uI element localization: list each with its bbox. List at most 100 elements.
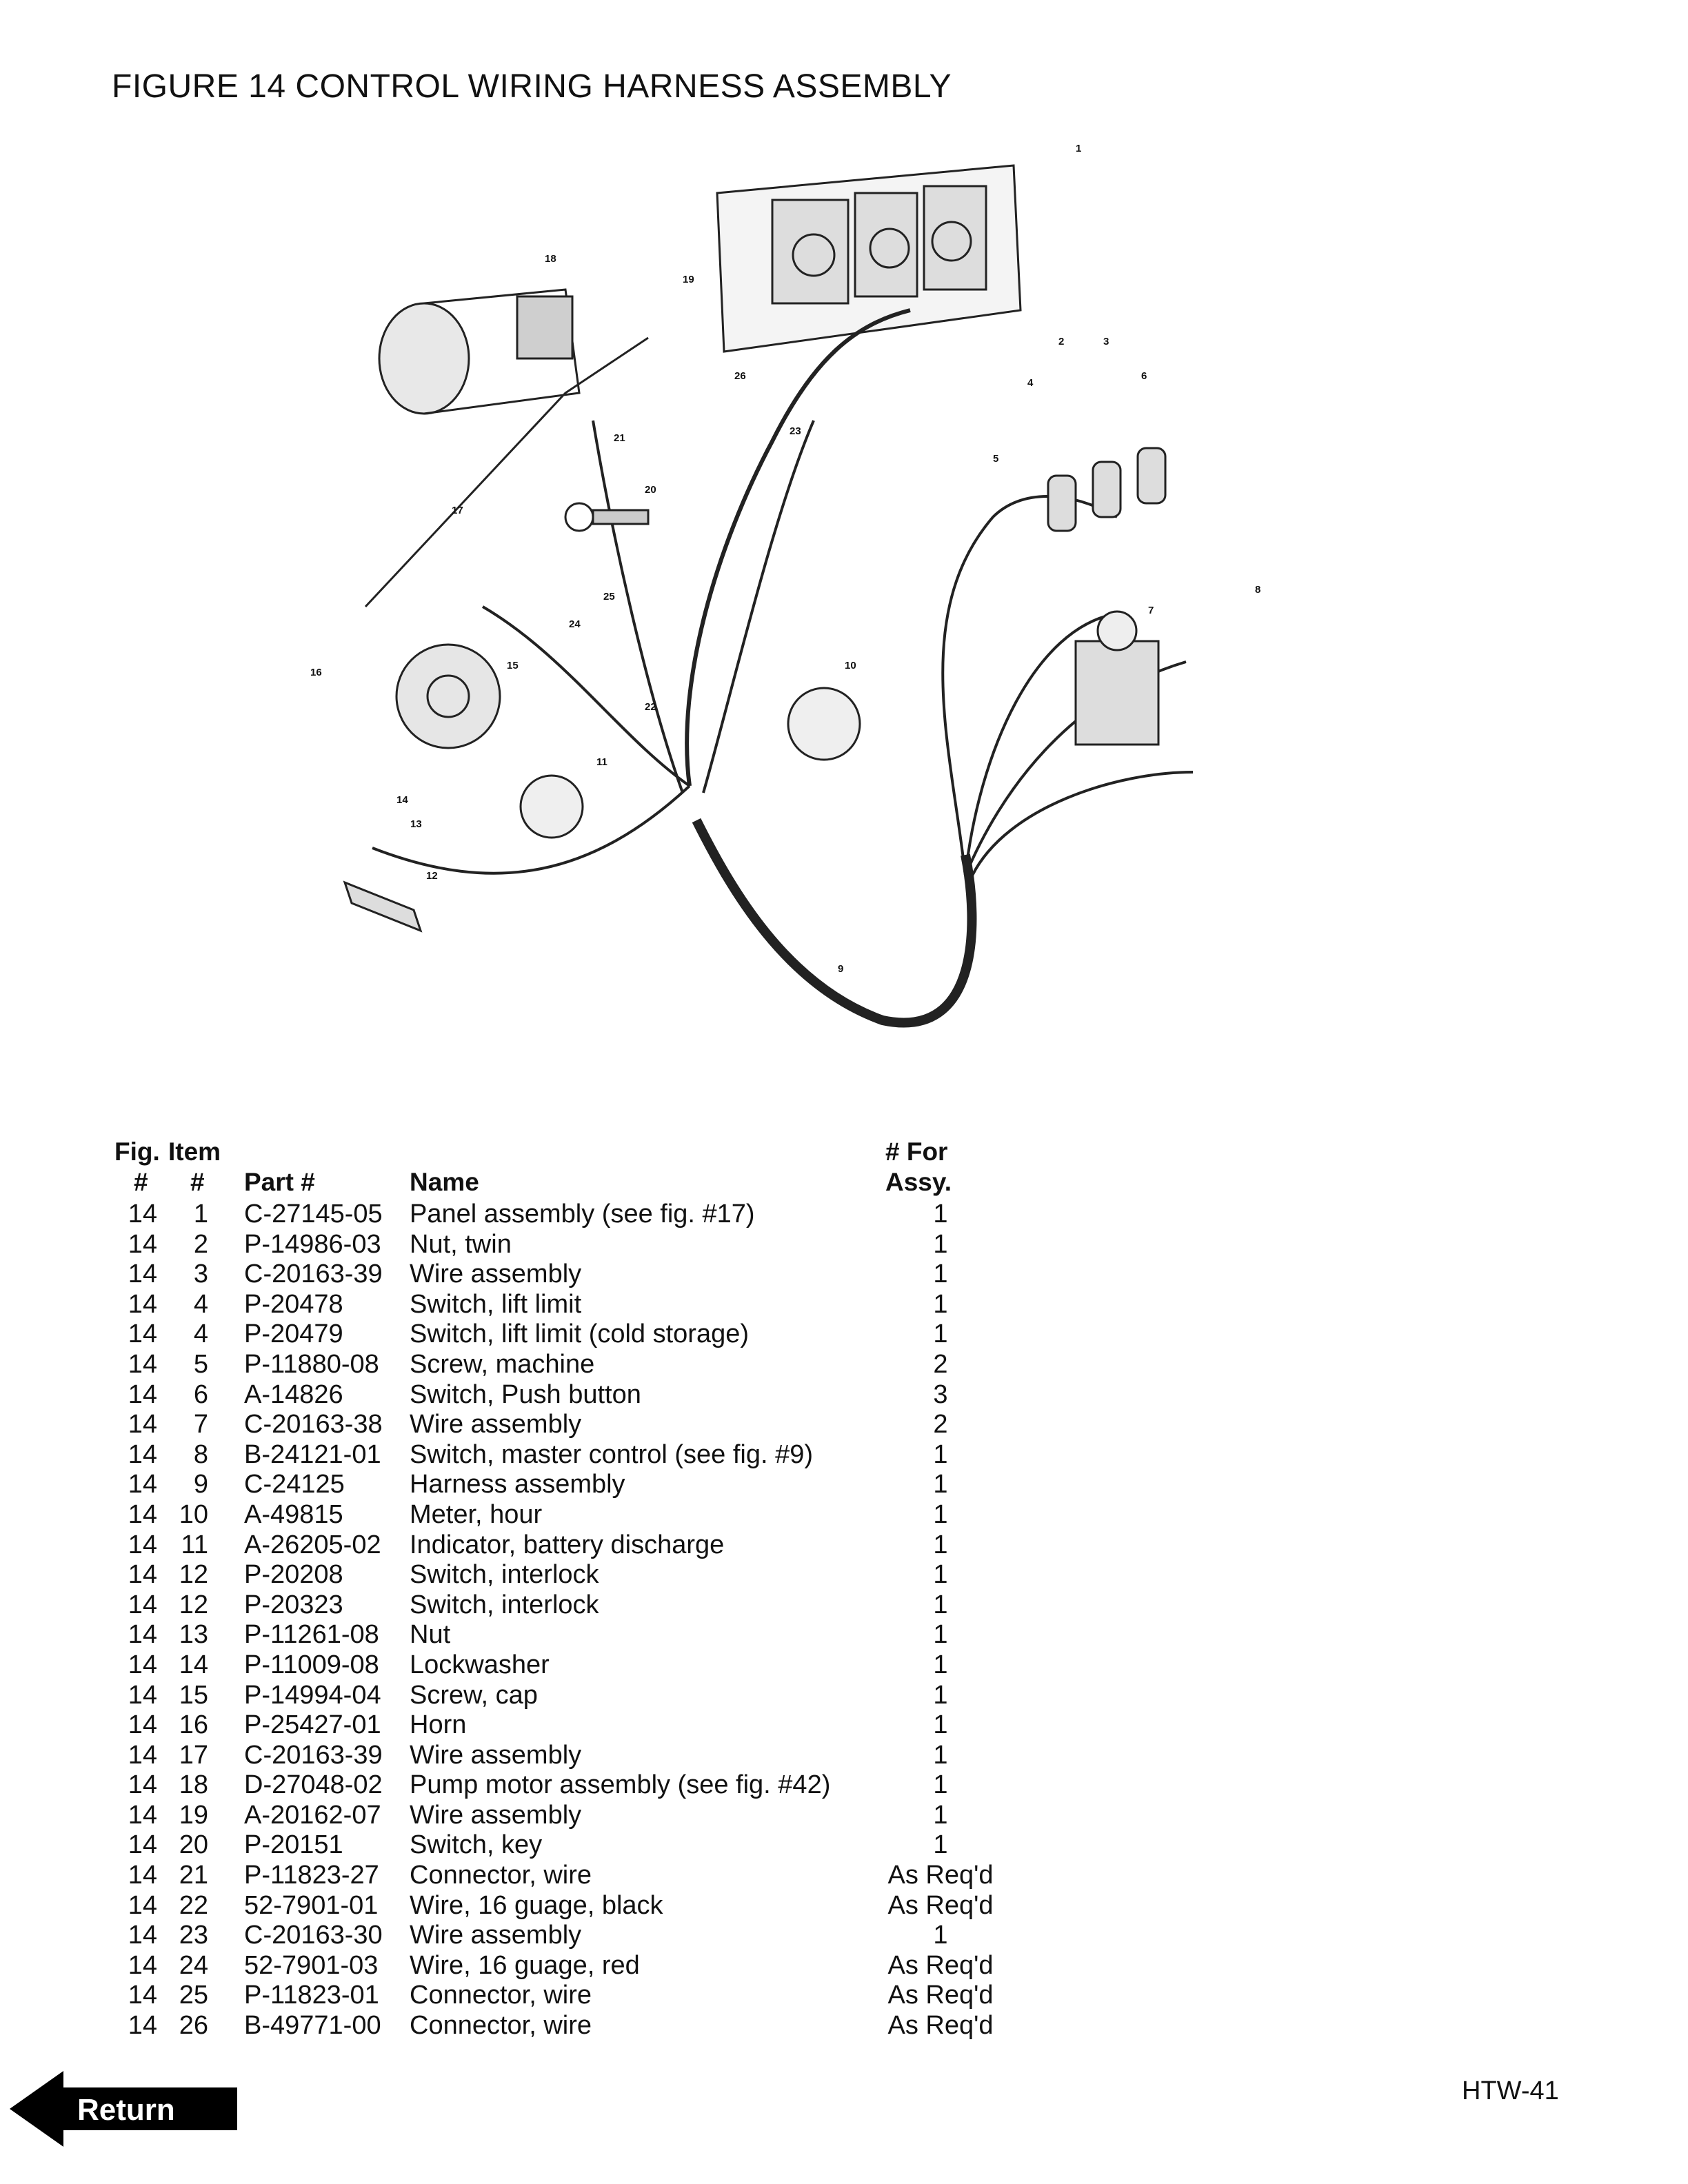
header-fig-top: Fig. — [114, 1138, 160, 1166]
row-qty: 1 — [933, 1289, 948, 1319]
callout-24: 24 — [569, 618, 581, 630]
row-qty: 1 — [933, 1499, 948, 1529]
row-qty: 2 — [933, 1410, 948, 1439]
row-qty: 1 — [933, 1470, 948, 1499]
row-item: 18 — [179, 1770, 208, 1800]
callout-16: 16 — [310, 667, 322, 678]
row-fig: 14 — [128, 1410, 157, 1439]
row-item: 19 — [179, 1800, 208, 1830]
row-part-number: 52-7901-03 — [244, 1950, 379, 1980]
row-part-number: A-20162-07 — [244, 1800, 381, 1830]
row-qty: 1 — [933, 1200, 948, 1228]
callout-4: 4 — [1027, 377, 1034, 389]
row-part-number: B-49771-00 — [244, 2011, 381, 2041]
row-item: 1 — [193, 1200, 208, 1228]
row-item: 10 — [179, 1499, 208, 1529]
row-part-number: P-20151 — [244, 1830, 343, 1860]
row-item: 4 — [193, 1289, 208, 1319]
callout-9: 9 — [838, 963, 843, 975]
row-part-number: P-14994-04 — [244, 1680, 381, 1710]
row-part-number: A-26205-02 — [244, 1530, 381, 1559]
row-fig: 14 — [128, 1200, 157, 1228]
row-fig: 14 — [128, 1740, 157, 1770]
row-item: 9 — [193, 1470, 208, 1499]
header-fig: # — [134, 1168, 148, 1196]
callout-14: 14 — [396, 794, 408, 806]
row-name: Switch, lift limit — [410, 1289, 582, 1319]
row-part-number: D-27048-02 — [244, 1770, 383, 1800]
header-qty: Assy. — [885, 1168, 952, 1196]
callout-12: 12 — [426, 870, 438, 882]
row-part-number: P-11823-01 — [244, 1981, 379, 2010]
row-qty: As Req'd — [887, 1981, 994, 2010]
row-fig: 14 — [128, 1439, 157, 1469]
row-qty: 1 — [933, 1680, 948, 1710]
row-item: 22 — [179, 1890, 208, 1920]
callout-6: 6 — [1141, 370, 1147, 382]
row-name: Switch, interlock — [410, 1560, 599, 1590]
page-id: HTW-41 — [1462, 2076, 1559, 2105]
row-part-number: C-20163-38 — [244, 1410, 383, 1439]
row-fig: 14 — [128, 1289, 157, 1319]
row-qty: 1 — [933, 1770, 948, 1800]
row-item: 12 — [179, 1590, 208, 1619]
row-item: 25 — [179, 1981, 208, 2010]
callout-26: 26 — [734, 370, 746, 382]
row-name: Connector, wire — [410, 1861, 592, 1890]
row-fig: 14 — [128, 1620, 157, 1650]
row-part-number: P-11880-08 — [244, 1349, 379, 1379]
row-item: 7 — [193, 1410, 208, 1439]
row-qty: 1 — [933, 1650, 948, 1679]
row-item: 21 — [179, 1861, 208, 1890]
row-qty: 1 — [933, 1530, 948, 1559]
row-fig: 14 — [128, 1650, 157, 1679]
row-name: Nut — [410, 1620, 451, 1650]
row-part-number: P-20208 — [244, 1560, 343, 1590]
row-name: Switch, master control (see fig. #9) — [410, 1439, 813, 1469]
callout-2: 2 — [1058, 336, 1064, 347]
row-item: 5 — [193, 1349, 208, 1379]
header-item-top: Item — [168, 1138, 221, 1166]
row-name: Pump motor assembly (see fig. #42) — [410, 1770, 831, 1800]
row-name: Wire, 16 guage, red — [410, 1950, 640, 1980]
row-part-number: C-20163-30 — [244, 1921, 383, 1950]
row-qty: 1 — [933, 1439, 948, 1469]
row-fig: 14 — [128, 1590, 157, 1619]
row-qty: 1 — [933, 1590, 948, 1619]
row-part-number: B-24121-01 — [244, 1439, 381, 1469]
row-qty: 3 — [933, 1379, 948, 1409]
row-item: 20 — [179, 1830, 208, 1860]
row-name: Switch, key — [410, 1830, 543, 1860]
row-item: 14 — [179, 1650, 208, 1679]
row-part-number: C-20163-39 — [244, 1260, 383, 1289]
return-button[interactable]: Return — [7, 2068, 241, 2150]
header-name: Name — [410, 1168, 479, 1196]
row-qty: As Req'd — [887, 1950, 994, 1980]
callout-23: 23 — [790, 425, 801, 437]
row-item: 8 — [193, 1439, 208, 1469]
row-item: 23 — [179, 1921, 208, 1950]
wiring-harness-diagram: 1 2 3 4 5 6 7 8 9 10 11 12 13 14 15 16 1… — [290, 131, 1289, 1138]
row-name: Screw, machine — [410, 1349, 595, 1379]
page-title: FIGURE 14 CONTROL WIRING HARNESS ASSEMBL… — [112, 68, 952, 105]
row-name: Lockwasher — [410, 1650, 550, 1679]
row-item: 2 — [193, 1229, 208, 1259]
row-fig: 14 — [128, 1680, 157, 1710]
table-row: 14 8 B-24121-01 Switch, master control (see… — [113, 1440, 1009, 1470]
row-name: Connector, wire — [410, 1981, 592, 2010]
callout-3: 3 — [1103, 336, 1109, 347]
header-item: # — [190, 1168, 205, 1196]
callout-5: 5 — [993, 453, 998, 465]
